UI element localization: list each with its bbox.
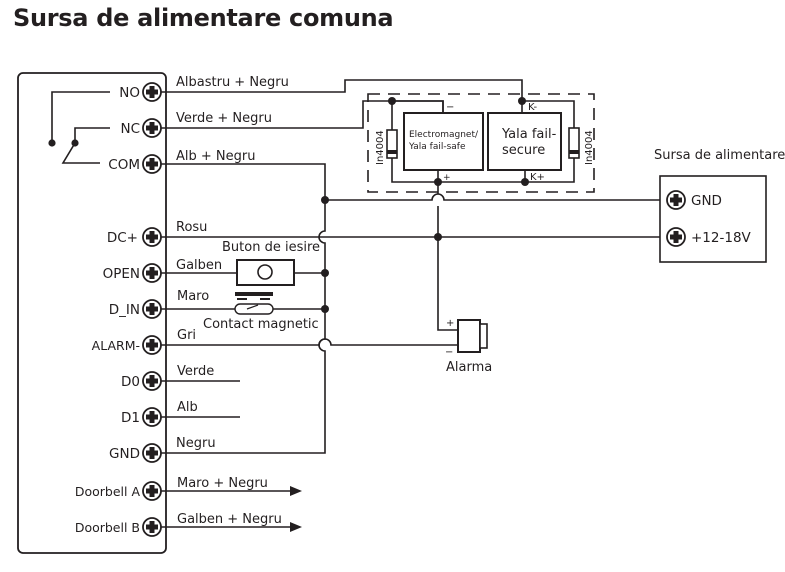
arrow-icon: [290, 486, 302, 496]
terminal-label: NO: [119, 85, 140, 101]
screw-terminal-icon: [142, 335, 162, 355]
wire-label-alarm: Gri: [177, 328, 196, 343]
arrow-icon: [290, 522, 302, 532]
terminal-no: NO: [119, 82, 162, 102]
lock-failsafe-plus: +: [443, 173, 451, 183]
lock-failsecure-label-1: Yala fail-: [501, 127, 557, 142]
push-button-icon: [257, 264, 273, 280]
screw-terminal-icon: [142, 517, 162, 537]
terminal-dc-plus: DC+: [107, 227, 162, 247]
screw-terminal-icon: [142, 82, 162, 102]
wire-label-d1: Alb: [177, 400, 198, 415]
wire-com: [161, 163, 326, 454]
lock-circuit: In4004 In4004 Electromagnet/ Yala fail-s…: [375, 100, 595, 183]
terminal-label: DC+: [107, 230, 138, 246]
screw-terminal-icon: [142, 443, 162, 463]
alarm: + − Alarma: [445, 318, 492, 375]
screw-terminal-icon: [666, 227, 686, 247]
screw-terminal-icon: [142, 263, 162, 283]
terminal-doorbell-a: Doorbell A: [75, 481, 162, 501]
diode-icon: [568, 127, 580, 159]
lock-failsafe-label-1: Electromagnet/: [409, 130, 479, 140]
diode-label-left: In4004: [375, 130, 386, 165]
terminal-label: NC: [120, 121, 140, 137]
terminal-label: D_IN: [109, 302, 140, 318]
magnetic-contact: Contact magnetic: [203, 292, 319, 332]
psu-terminal-gnd: GND: [691, 193, 722, 209]
lock-failsafe-label-2: Yala fail-safe: [408, 142, 466, 152]
relay-contacts: [48, 91, 110, 164]
junction-dots: [321, 97, 529, 313]
terminal-d-in: D_IN: [109, 299, 162, 319]
exit-button: Buton de iesire: [222, 240, 320, 286]
power-supply: Sursa de alimentare GND +12-18V: [654, 148, 785, 263]
reed-switch-icon: [234, 303, 274, 315]
diagram-title: Sursa de alimentare comuna: [13, 4, 394, 32]
terminal-d1: D1: [121, 407, 162, 427]
screw-terminal-icon: [142, 227, 162, 247]
terminal-open: OPEN: [103, 263, 162, 283]
terminal-gnd: GND: [109, 443, 162, 463]
screw-terminal-icon: [142, 299, 162, 319]
psu-terminal-vplus: +12-18V: [691, 230, 752, 246]
screw-terminal-icon: [142, 118, 162, 138]
lock-failsafe-minus: −: [446, 102, 454, 113]
alarm-label: Alarma: [446, 360, 492, 375]
screw-terminal-icon: [142, 407, 162, 427]
terminal-label: D0: [121, 374, 140, 390]
wire-gnd-bus: [325, 193, 676, 201]
wire-label-doorbell-a: Maro + Negru: [177, 476, 268, 491]
wires: [161, 79, 676, 532]
alarm-plus: +: [446, 318, 454, 329]
terminal-label: COM: [108, 157, 140, 173]
terminal-label: ALARM-: [92, 338, 140, 353]
screw-terminal-icon: [142, 481, 162, 501]
exit-button-label: Buton de iesire: [222, 240, 320, 255]
alarm-minus: −: [445, 347, 453, 358]
wire-label-gnd: Negru: [176, 436, 216, 451]
terminal-com: COM: [108, 154, 162, 174]
screw-terminal-icon: [666, 190, 686, 210]
controller-box: [17, 72, 167, 554]
wire-label-nc: Verde + Negru: [176, 111, 272, 126]
wire-label-com: Alb + Negru: [176, 149, 255, 164]
screw-terminal-icon: [142, 154, 162, 174]
wire-alarm: [161, 338, 458, 346]
power-supply-title: Sursa de alimentare: [654, 148, 785, 163]
wire-label-doorbell-b: Galben + Negru: [177, 512, 282, 527]
terminal-label: GND: [109, 446, 140, 462]
terminal-doorbell-b: Doorbell B: [75, 517, 162, 537]
lock-kplus: K+: [530, 172, 545, 183]
wire-label-no: Albastru + Negru: [176, 75, 289, 90]
terminal-alarm-minus: ALARM-: [92, 335, 162, 355]
wire-label-d-in: Maro: [177, 289, 209, 304]
wire-lock-plus: [437, 182, 458, 331]
lock-kminus: K-: [528, 102, 538, 113]
terminal-nc: NC: [120, 118, 162, 138]
terminal-d0: D0: [121, 371, 162, 391]
terminal-label: D1: [121, 410, 140, 426]
wire-label-dc-plus: Rosu: [176, 220, 207, 235]
lock-failsafe-box: [403, 112, 484, 171]
terminal-label: Doorbell B: [75, 520, 140, 535]
lock-failsecure-box: [487, 112, 562, 171]
terminal-label: Doorbell A: [75, 484, 141, 499]
screw-terminal-icon: [142, 371, 162, 391]
wire-no: [161, 79, 523, 101]
terminal-label: OPEN: [103, 266, 140, 282]
diode-icon: [386, 129, 398, 159]
magnetic-contact-label: Contact magnetic: [203, 317, 319, 332]
diode-label-right: In4004: [584, 130, 595, 165]
lock-failsecure-label-2: secure: [502, 143, 545, 158]
wire-label-open: Galben: [176, 258, 222, 273]
wire-label-d0: Verde: [177, 364, 214, 379]
alarm-icon: [457, 319, 481, 353]
